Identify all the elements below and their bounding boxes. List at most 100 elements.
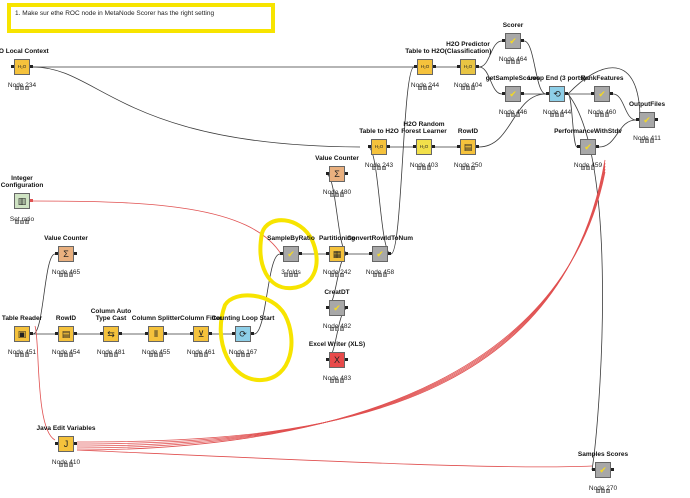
- node-label-n482[interactable]: Node 482: [322, 323, 352, 330]
- in-port-n480[interactable]: [326, 172, 329, 175]
- node-label-n481[interactable]: Node 481: [96, 349, 126, 356]
- node-n250[interactable]: ▤: [460, 139, 476, 155]
- node-title-nset[interactable]: Integer Configuration: [0, 175, 44, 189]
- out-port-n482[interactable]: [345, 306, 348, 309]
- in-port-n481[interactable]: [100, 332, 103, 335]
- conn-444-459[interactable]: [567, 93, 578, 148]
- node-title-n242[interactable]: Partitioning: [318, 235, 356, 242]
- node-n451[interactable]: ▣: [14, 326, 30, 342]
- node-label-n244[interactable]: Node 244: [410, 82, 440, 89]
- node-n464[interactable]: ✔: [505, 33, 521, 49]
- node-label-n455[interactable]: Node 455: [141, 349, 171, 356]
- in-port-n3f[interactable]: [280, 252, 283, 255]
- in-port-n244[interactable]: [414, 65, 417, 68]
- out-port-n167[interactable]: [251, 332, 254, 335]
- node-title-n461[interactable]: Column Filter: [180, 315, 222, 322]
- in-port-n410[interactable]: [55, 442, 58, 445]
- node-n411[interactable]: ✔: [639, 112, 655, 128]
- out-port-n446[interactable]: [521, 92, 524, 95]
- flowvar-410-459-4[interactable]: [76, 171, 606, 451]
- out-port-n404[interactable]: [476, 65, 479, 68]
- out-port-n444[interactable]: [565, 92, 568, 95]
- in-port-n483[interactable]: [326, 358, 329, 361]
- in-port-n444[interactable]: [546, 92, 549, 95]
- flowvar-410-270[interactable]: [76, 449, 593, 468]
- node-title-n481[interactable]: Column Auto Type Cast: [90, 308, 132, 322]
- node-n465[interactable]: Σ: [58, 246, 74, 262]
- in-port-n242[interactable]: [326, 252, 329, 255]
- node-title-n451[interactable]: Table Reader: [1, 315, 43, 322]
- node-label-n464[interactable]: Node 464: [498, 56, 528, 63]
- in-port-n460[interactable]: [591, 92, 594, 95]
- node-nset[interactable]: ▥: [14, 193, 30, 209]
- node-label-n483[interactable]: Node 483: [322, 375, 352, 382]
- out-port-n458[interactable]: [388, 252, 391, 255]
- node-label-n458[interactable]: Node 458: [365, 269, 395, 276]
- out-port-n483[interactable]: [345, 358, 348, 361]
- out-port-n451[interactable]: [30, 332, 33, 335]
- out-port-n460[interactable]: [610, 92, 613, 95]
- node-n482[interactable]: ✔: [329, 300, 345, 316]
- node-label-n446[interactable]: Node 446: [498, 109, 528, 116]
- node-label-n461[interactable]: Node 461: [186, 349, 216, 356]
- node-n234[interactable]: H₂O: [14, 59, 30, 75]
- node-label-n454[interactable]: Node 454: [51, 349, 81, 356]
- node-label-n242[interactable]: Node 242: [322, 269, 352, 276]
- node-n481[interactable]: ⇆: [103, 326, 119, 342]
- conn-404-464[interactable]: [478, 40, 503, 68]
- out-port-n465[interactable]: [74, 252, 77, 255]
- node-label-n410[interactable]: Node 410: [51, 459, 81, 466]
- node-n242[interactable]: ▦: [329, 246, 345, 262]
- conn-451-465[interactable]: [32, 253, 56, 335]
- in-port-n464[interactable]: [502, 39, 505, 42]
- out-port-n459[interactable]: [596, 145, 599, 148]
- node-label-n243[interactable]: Node 243: [364, 162, 394, 169]
- node-label-n250[interactable]: Node 250: [453, 162, 483, 169]
- out-port-n243[interactable]: [387, 145, 390, 148]
- out-port-n454[interactable]: [74, 332, 77, 335]
- node-title-n454[interactable]: RowID: [55, 315, 77, 322]
- conn-464-444[interactable]: [523, 40, 547, 95]
- node-label-n403[interactable]: Node 403: [409, 162, 439, 169]
- node-title-n234[interactable]: 2O Local Context: [0, 48, 49, 55]
- node-n444[interactable]: ⟲: [549, 86, 565, 102]
- node-title-n244[interactable]: Table to H2O: [405, 48, 445, 55]
- conn-167-3f[interactable]: [253, 253, 281, 335]
- in-port-n458[interactable]: [369, 252, 372, 255]
- node-title-n465[interactable]: Value Counter: [44, 235, 88, 242]
- node-label-n465[interactable]: Node 465: [51, 269, 81, 276]
- node-title-n459[interactable]: PerformanceWithStdv: [554, 128, 622, 135]
- node-n483[interactable]: X: [329, 352, 345, 368]
- node-label-n234[interactable]: Node 234: [7, 82, 37, 89]
- node-n480[interactable]: Σ: [329, 166, 345, 182]
- node-title-n167[interactable]: Counting Loop Start: [211, 315, 275, 322]
- node-n3f[interactable]: ✔: [283, 246, 299, 262]
- conn-444-411[interactable]: [567, 67, 641, 121]
- out-port-n270[interactable]: [611, 468, 614, 471]
- conn-458-244[interactable]: [390, 66, 415, 255]
- node-n455[interactable]: ⫴: [148, 326, 164, 342]
- conn-234-243[interactable]: [32, 66, 361, 148]
- node-title-n243[interactable]: Table to H2O: [359, 128, 399, 135]
- conn-444-270[interactable]: [567, 93, 603, 471]
- in-port-n459[interactable]: [577, 145, 580, 148]
- node-label-n480[interactable]: Node 480: [322, 189, 352, 196]
- in-port-n465[interactable]: [55, 252, 58, 255]
- out-port-n242[interactable]: [345, 252, 348, 255]
- out-port-n455[interactable]: [164, 332, 167, 335]
- in-port-n234[interactable]: [11, 65, 14, 68]
- conn-459-411[interactable]: [598, 119, 637, 148]
- out-port-n464[interactable]: [521, 39, 524, 42]
- node-title-n410[interactable]: Java Edit Variables: [36, 425, 96, 432]
- out-port-n234[interactable]: [30, 65, 33, 68]
- out-port-n461[interactable]: [209, 332, 212, 335]
- node-label-n444[interactable]: Node 444: [542, 109, 572, 116]
- out-port-n403[interactable]: [432, 145, 435, 148]
- node-title-n464[interactable]: Scorer: [502, 22, 524, 29]
- conn-250-444[interactable]: [478, 93, 547, 148]
- in-port-n454[interactable]: [55, 332, 58, 335]
- in-port-n482[interactable]: [326, 306, 329, 309]
- in-port-n250[interactable]: [457, 145, 460, 148]
- out-port-n411[interactable]: [655, 118, 658, 121]
